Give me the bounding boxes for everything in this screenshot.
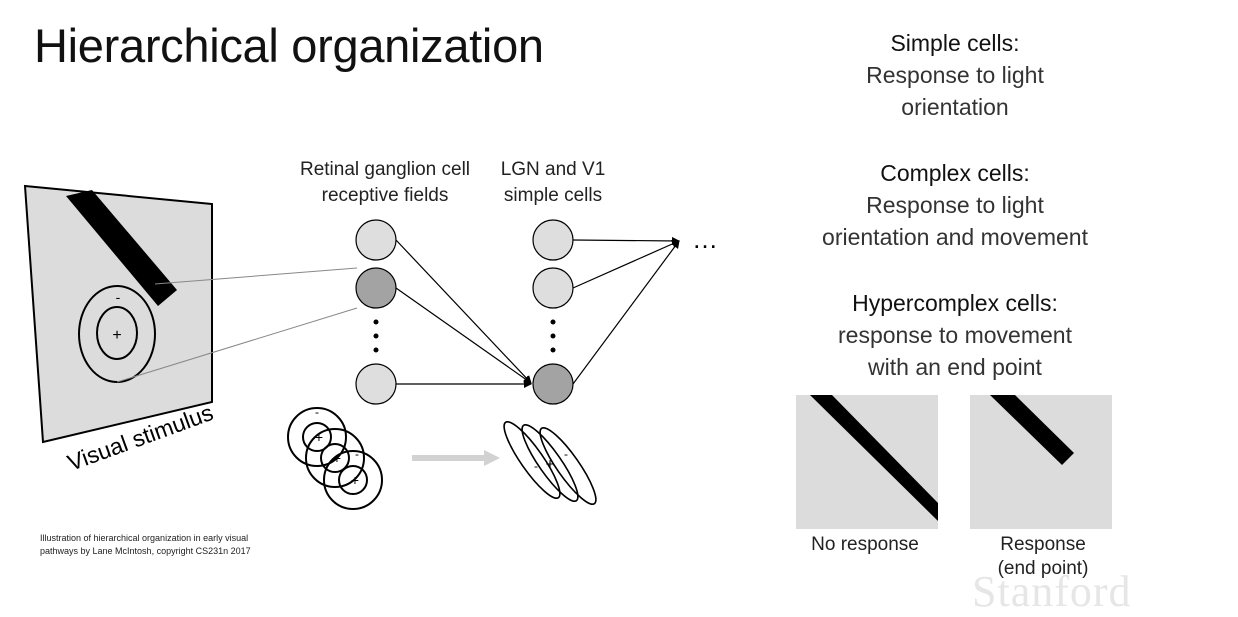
lgn-dot — [550, 319, 556, 325]
hypercomplex-cells-heading-text: Hypercomplex cells — [852, 290, 1052, 316]
response-background — [970, 395, 1112, 529]
hypercomplex-cells-block: Hypercomplex cells: response to movement… — [780, 287, 1130, 383]
retinal-cell-2 — [355, 267, 397, 309]
field-minus-sign: - — [534, 459, 538, 473]
credit-line2: pathways by Lane McIntosh, copyright CS2… — [40, 546, 251, 556]
elongated-field — [503, 420, 561, 500]
simple-cells-heading: Simple cells: — [790, 27, 1120, 59]
simple-cells-line1: Response to light — [866, 62, 1044, 88]
lgn-cell-3 — [532, 363, 574, 405]
projection-line-bottom — [116, 307, 358, 383]
connection-arrow — [395, 239, 532, 384]
page-title: Hierarchical organization — [34, 19, 544, 72]
credit-line1: Illustration of hierarchical organizatio… — [40, 533, 249, 543]
rf-minus-sign: - — [116, 289, 121, 305]
response-caption: Response (end point) — [963, 533, 1123, 581]
visual-stimulus-screen — [23, 184, 213, 444]
continuation-ellipsis: … — [692, 224, 718, 254]
connection-arrow — [572, 240, 680, 289]
hypercomplex-cells-line2: with an end point — [868, 354, 1042, 380]
rf-plus-sign: + — [112, 327, 121, 344]
complex-cells-line1: Response to light — [866, 192, 1044, 218]
simple-cell-fields — [503, 420, 597, 506]
hypercomplex-cells-heading: Hypercomplex cells: — [780, 287, 1130, 319]
retinal-ganglion-label: Retinal ganglion cell receptive fields — [262, 157, 508, 209]
transform-arrow-head — [484, 450, 500, 466]
elongated-field — [539, 426, 597, 506]
retinal-dot — [373, 347, 379, 353]
no-response-panel — [796, 395, 938, 529]
simple-cells-line2: orientation — [901, 94, 1009, 120]
lgn-dot — [550, 333, 556, 339]
field-plus-sign: + — [546, 456, 555, 473]
connection-arrow — [572, 236, 680, 245]
lgn-v1-label: LGN and V1 simple cells — [478, 157, 628, 209]
complex-cells-block: Complex cells: Response to light orienta… — [780, 157, 1130, 253]
response-caption-line1: Response — [1000, 534, 1086, 555]
rf-circle — [320, 443, 350, 473]
rf-plus-sign: + — [333, 450, 341, 466]
lgn-label-line1: LGN and V1 — [500, 159, 606, 180]
retinal-cell-3 — [355, 363, 397, 405]
heading-colon: : — [1023, 160, 1030, 186]
lgn-cell-1 — [532, 219, 574, 261]
no-response-background — [796, 395, 938, 529]
response-caption-line2: (end point) — [997, 558, 1089, 579]
rf-circle — [287, 407, 347, 467]
complex-cells-line2: orientation and movement — [822, 224, 1088, 250]
stanford-watermark: Stanford — [972, 567, 1132, 616]
receptive-field-inner — [96, 306, 138, 360]
hypercomplex-cells-line1: response to movement — [838, 322, 1072, 348]
rf-circle — [305, 428, 365, 488]
elongated-field — [521, 423, 579, 503]
no-response-bar — [810, 395, 938, 521]
lgn-dot — [550, 347, 556, 353]
heading-colon: : — [1051, 290, 1058, 316]
retinal-dot — [373, 333, 379, 339]
lgn-cell-2 — [532, 267, 574, 309]
connection-arrow — [572, 240, 680, 385]
field-minus-sign: - — [564, 447, 568, 461]
no-response-caption: No response — [811, 534, 919, 555]
retinal-cell-1 — [355, 219, 397, 261]
rf-plus-sign: + — [351, 472, 359, 488]
simple-cells-heading-text: Simple cells — [890, 30, 1014, 56]
response-bar — [990, 395, 1074, 465]
overlapping-receptive-fields — [287, 407, 383, 510]
stimulus-bar — [66, 190, 177, 306]
simple-cells-block: Simple cells: Response to light orientat… — [790, 27, 1120, 123]
connection-arrow — [395, 287, 532, 384]
retinal-label-line2: receptive fields — [321, 185, 449, 206]
hierarchy-diagram: + - Visual stimulus … + + + - - — [23, 184, 718, 510]
rf-minus-sign: - — [315, 405, 319, 419]
rf-circle — [323, 450, 383, 510]
heading-colon: : — [1013, 30, 1020, 56]
retinal-dot — [373, 319, 379, 325]
projection-line-top — [154, 267, 358, 285]
figure-credit: Illustration of hierarchical organizatio… — [40, 532, 320, 558]
response-panel — [970, 395, 1112, 529]
complex-cells-heading-text: Complex cells — [880, 160, 1024, 186]
rf-circle — [338, 465, 368, 495]
rf-minus-sign: - — [355, 447, 359, 461]
rf-circle — [302, 422, 332, 452]
complex-cells-heading: Complex cells: — [780, 157, 1130, 189]
lgn-label-line2: simple cells — [503, 185, 603, 206]
rf-plus-sign: + — [315, 429, 323, 445]
retinal-label-line1: Retinal ganglion cell — [299, 159, 471, 180]
